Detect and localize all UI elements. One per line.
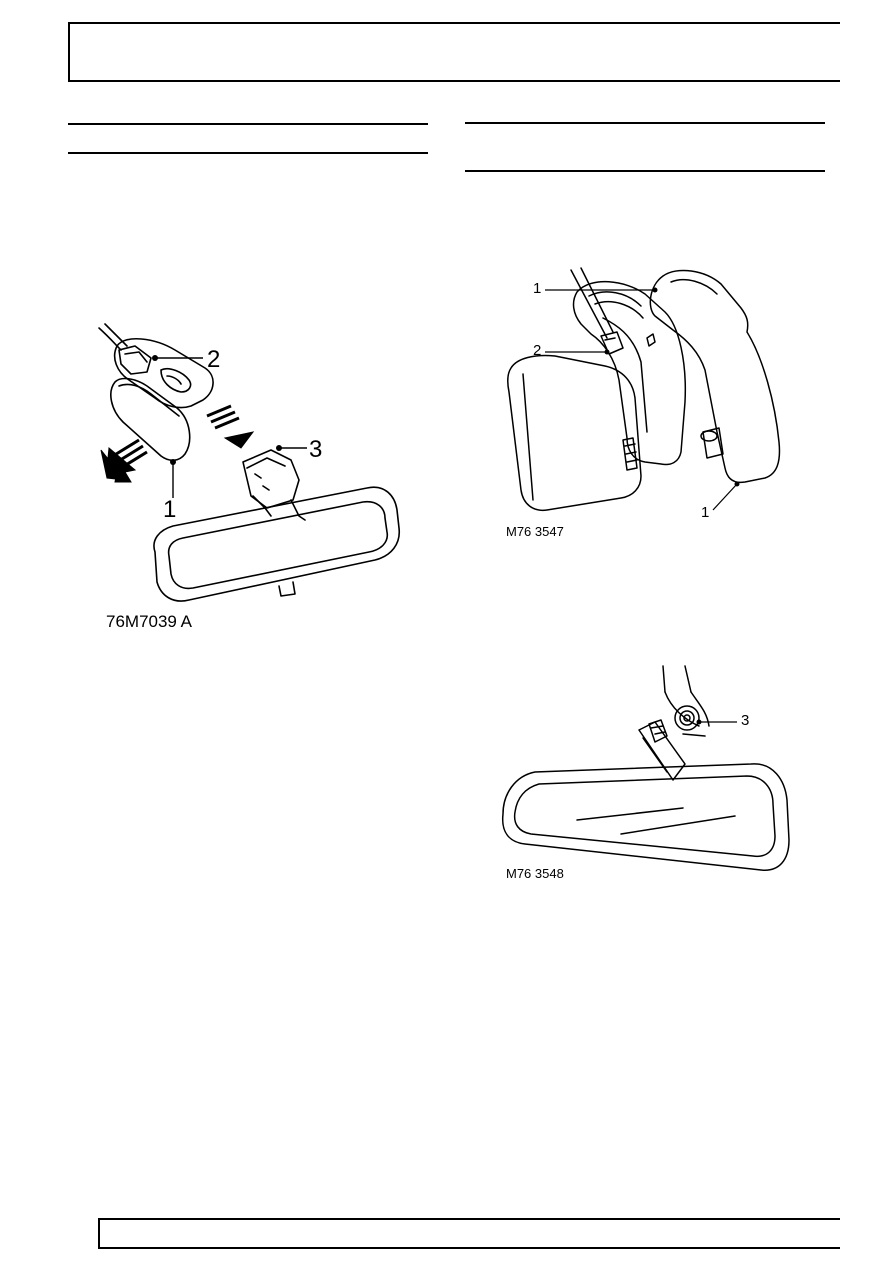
mirror-cover-release-drawing [506, 267, 781, 512]
left-column-second-rule [68, 152, 428, 154]
figure-caption-m76-3548: M76 3548 [506, 866, 564, 881]
mirror-removal-drawing [98, 323, 400, 602]
right-column-top-rule [465, 122, 825, 124]
left-column-top-rule [68, 123, 428, 125]
figure-caption-m76-3547: M76 3547 [506, 524, 564, 539]
callout-label-1-top: 1 [533, 280, 542, 297]
callout-label-3: 3 [741, 712, 750, 729]
mirror-arm-fixing-illustration: 3 [495, 664, 800, 874]
figure-caption-76m7039a: 76M7039 A [106, 612, 193, 631]
callout-label-3: 3 [309, 436, 323, 463]
right-column-second-rule [465, 170, 825, 172]
mirror-removal-illustration: 2 1 3 [95, 320, 415, 620]
page-footer-box [98, 1218, 840, 1249]
callout-label-2: 2 [207, 346, 221, 373]
mirror-arm-fixing-drawing [501, 665, 790, 871]
mirror-cover-release-illustration: 1 2 1 [495, 262, 795, 532]
callout-label-1: 1 [163, 496, 177, 523]
callout-label-1-bottom: 1 [701, 504, 710, 521]
page-header-box [68, 22, 840, 82]
callout-label-2: 2 [533, 342, 542, 359]
